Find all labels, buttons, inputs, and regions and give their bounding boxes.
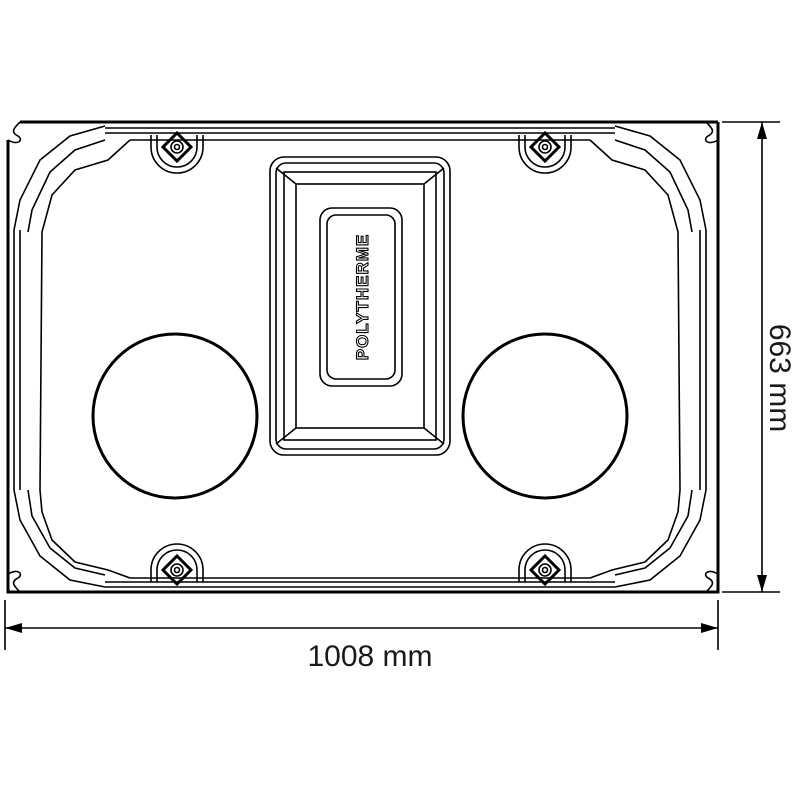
- opening-left: [91, 332, 259, 500]
- width-label: 1008 mm: [307, 640, 432, 673]
- brand-logo: POLYTHERME: [353, 234, 372, 361]
- openings: [91, 332, 629, 500]
- boss-bottom-right: [518, 543, 572, 587]
- boss-bottom-left: [150, 543, 204, 587]
- height-dimension: 663 mm: [722, 121, 796, 593]
- tank-outline: [6, 120, 720, 594]
- center-panel: POLYTHERME: [269, 156, 451, 456]
- height-label: 663 mm: [763, 324, 796, 432]
- logo-plate: [319, 207, 403, 387]
- boss-top-right: [518, 130, 572, 174]
- opening-right: [461, 332, 629, 500]
- width-dimension: 1008 mm: [4, 600, 719, 673]
- boss-top-left: [150, 130, 204, 174]
- mounting-bosses: [150, 130, 572, 587]
